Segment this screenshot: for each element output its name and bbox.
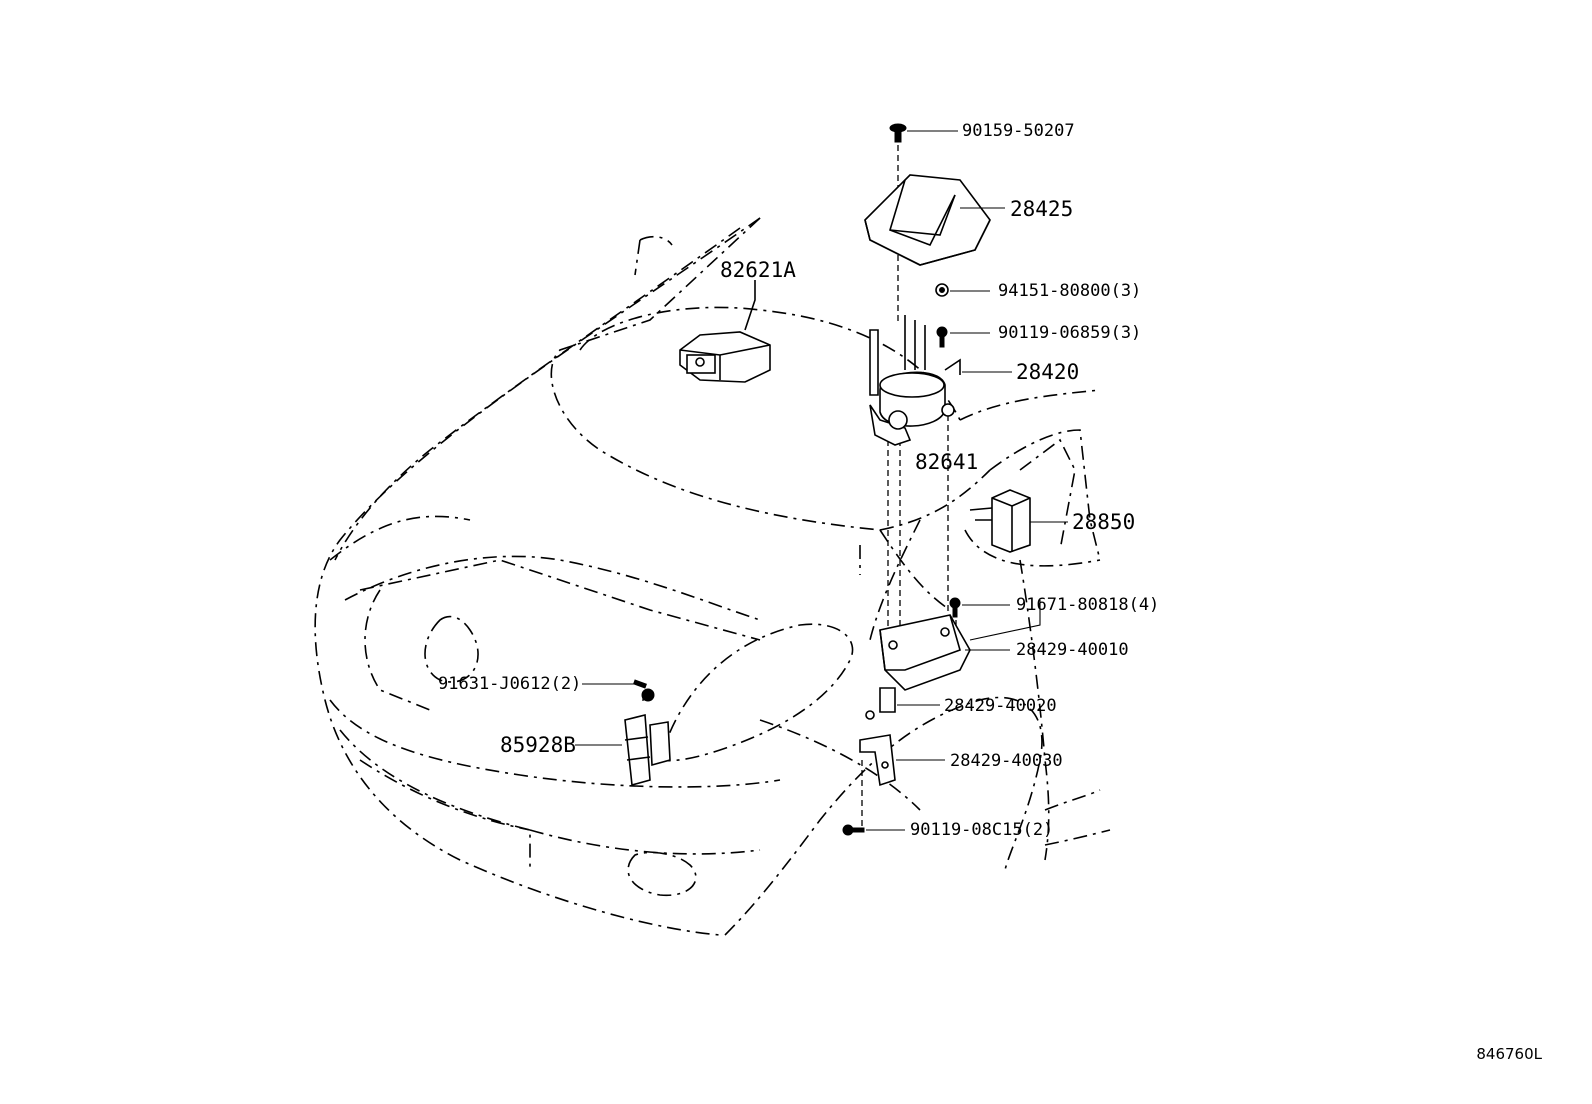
part-label: 90119-08C15(2) xyxy=(910,820,1054,840)
diagram-reference-code: 846760L xyxy=(1476,1045,1542,1063)
screw-90159-50207 xyxy=(889,123,958,143)
connector-82621A xyxy=(679,280,771,383)
bolt-90119-06859 xyxy=(936,326,990,348)
bolt-90119-08C15 xyxy=(842,824,905,836)
bolt-91671-80818 xyxy=(949,597,1010,618)
part-label: 28429-40020 xyxy=(944,696,1057,716)
part-label: 94151-80800(3) xyxy=(998,281,1142,301)
actuator-85928B xyxy=(575,713,671,787)
part-label: 28425 xyxy=(1010,197,1074,221)
part-label: 91631-J0612(2) xyxy=(438,674,582,694)
part-label: 28850 xyxy=(1072,510,1136,534)
part-label: 82621A xyxy=(720,258,796,282)
bracket-28429-40020 xyxy=(865,687,940,720)
part-label: 85928B xyxy=(500,733,576,757)
nut-94151-80800 xyxy=(935,283,990,297)
bracket-28429-40030 xyxy=(859,734,945,787)
part-label: 28429-40030 xyxy=(950,751,1063,771)
bolt-91631-J0612 xyxy=(582,679,655,702)
module-28420 xyxy=(869,315,1012,446)
part-label: 90119-06859(3) xyxy=(998,323,1142,343)
bracket-28429-40010 xyxy=(879,600,1041,691)
part-label: 82641 xyxy=(915,450,979,474)
cover-28425 xyxy=(864,174,1005,266)
sensor-28850 xyxy=(969,489,1068,553)
part-label: 91671-80818(4) xyxy=(1016,595,1160,615)
part-label: 90159-50207 xyxy=(962,121,1075,141)
part-label: 28429-40010 xyxy=(1016,640,1129,660)
part-label: 28420 xyxy=(1016,360,1080,384)
vehicle-body-outline xyxy=(314,217,1111,936)
